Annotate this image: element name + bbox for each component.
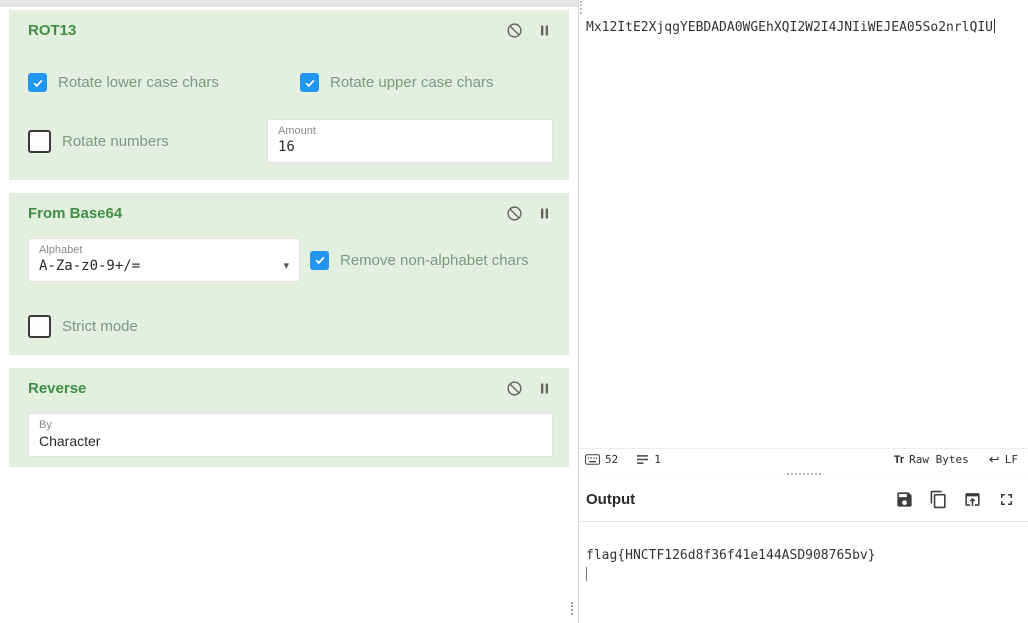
amount-input[interactable]: Amount 16 bbox=[267, 119, 553, 163]
checkbox-checked-icon bbox=[300, 73, 319, 92]
input-encoding-button[interactable]: Tr Raw Bytes bbox=[894, 453, 969, 466]
output-text-cursor bbox=[586, 567, 587, 581]
recipe-pane-top-edge bbox=[0, 0, 578, 7]
operation-title: Reverse bbox=[28, 379, 87, 397]
output-toolbar bbox=[895, 490, 1016, 509]
encoding-label: Raw Bytes bbox=[909, 453, 969, 466]
breakpoint-icon[interactable] bbox=[536, 22, 553, 39]
breakpoint-icon[interactable] bbox=[536, 205, 553, 222]
splitter-grip-dots bbox=[786, 472, 821, 475]
input-status-right: Tr Raw Bytes LF bbox=[894, 453, 1018, 466]
output-header: Output bbox=[579, 477, 1028, 522]
rotate-lower-case-checkbox[interactable]: Rotate lower case chars bbox=[28, 73, 300, 92]
checkbox-label: Rotate upper case chars bbox=[330, 74, 494, 91]
base64-arg-row-1: Alphabet A-Za-z0-9+/= ▾ Remove non-alpha… bbox=[28, 238, 553, 282]
checkbox-label: Rotate numbers bbox=[62, 132, 169, 150]
line-ending-return-icon bbox=[987, 453, 1000, 466]
vertical-splitter-grip[interactable] bbox=[580, 1, 582, 14]
disable-operation-icon[interactable] bbox=[506, 205, 523, 222]
input-text-content: Mx12ItE2XjqgYEBDADA0WGEhXQI2W2I4JNIiWEJE… bbox=[586, 20, 993, 35]
operation-title: ROT13 bbox=[28, 21, 77, 39]
checkbox-checked-icon bbox=[28, 73, 47, 92]
field-value: 16 bbox=[278, 139, 295, 155]
operation-title: From Base64 bbox=[28, 204, 123, 222]
input-status-bar: 52 1 Tr Raw Bytes bbox=[579, 448, 1028, 470]
remove-non-alphabet-checkbox[interactable]: Remove non-alphabet chars bbox=[310, 250, 529, 270]
alphabet-select[interactable]: Alphabet A-Za-z0-9+/= ▾ bbox=[28, 238, 300, 282]
operation-header: From Base64 bbox=[28, 204, 553, 222]
field-value: A-Za-z0-9+/= bbox=[39, 258, 141, 274]
line-count: 1 bbox=[636, 453, 661, 466]
rot13-arg-row-1: Rotate lower case chars Rotate upper cas… bbox=[28, 73, 553, 92]
rot13-arg-row-2: Rotate numbers Amount 16 bbox=[28, 119, 553, 163]
operation-reverse[interactable]: Reverse By Character bbox=[9, 368, 569, 467]
maximise-output-icon[interactable] bbox=[997, 490, 1016, 509]
text-cursor bbox=[994, 19, 995, 33]
rotate-numbers-checkbox[interactable]: Rotate numbers bbox=[28, 129, 267, 153]
breakpoint-icon[interactable] bbox=[536, 380, 553, 397]
line-count-value: 1 bbox=[654, 453, 661, 466]
checkbox-checked-icon bbox=[310, 250, 329, 270]
rotate-upper-case-checkbox[interactable]: Rotate upper case chars bbox=[300, 73, 493, 92]
character-count: 52 bbox=[585, 453, 618, 466]
char-count-value: 52 bbox=[605, 453, 619, 466]
io-pane: Mx12ItE2XjqgYEBDADA0WGEhXQI2W2I4JNIiWEJE… bbox=[579, 0, 1028, 623]
input-textarea[interactable]: Mx12ItE2XjqgYEBDADA0WGEhXQI2W2I4JNIiWEJE… bbox=[579, 0, 1028, 470]
checkbox-label: Rotate lower case chars bbox=[58, 74, 219, 91]
checkbox-unchecked-icon bbox=[28, 129, 51, 153]
field-label: Amount bbox=[278, 125, 316, 137]
checkbox-unchecked-icon bbox=[28, 315, 51, 338]
input-eol-button[interactable]: LF bbox=[987, 453, 1018, 466]
checkbox-label: Strict mode bbox=[62, 318, 138, 335]
reverse-arg-row: By Character bbox=[28, 413, 553, 457]
save-output-icon[interactable] bbox=[895, 490, 914, 509]
operation-rot13[interactable]: ROT13 Rotate lower case chars bbox=[9, 10, 569, 180]
output-title: Output bbox=[586, 490, 636, 508]
field-label: By bbox=[39, 419, 52, 431]
char-count-icon bbox=[585, 454, 600, 465]
replace-input-icon[interactable] bbox=[963, 490, 982, 509]
pane-resize-grip[interactable] bbox=[571, 602, 573, 615]
output-textarea[interactable]: flag{HNCTF126d8f36f41e144ASD908765bv} bbox=[579, 522, 1028, 623]
operation-header: ROT13 bbox=[28, 21, 553, 39]
recipe-pane: ROT13 Rotate lower case chars bbox=[0, 0, 579, 623]
operation-from-base64[interactable]: From Base64 Alphabet A-Za-z0-9+/= ▾ bbox=[9, 193, 569, 355]
base64-arg-row-2: Strict mode bbox=[28, 315, 553, 338]
character-encoding-icon: Tr bbox=[893, 453, 905, 466]
checkbox-label: Remove non-alphabet chars bbox=[340, 251, 529, 269]
output-text-content: flag{HNCTF126d8f36f41e144ASD908765bv} bbox=[586, 548, 876, 563]
strict-mode-checkbox[interactable]: Strict mode bbox=[28, 315, 138, 338]
input-text[interactable]: Mx12ItE2XjqgYEBDADA0WGEhXQI2W2I4JNIiWEJE… bbox=[579, 0, 1028, 36]
chevron-down-icon: ▾ bbox=[283, 260, 289, 272]
copy-output-icon[interactable] bbox=[929, 490, 948, 509]
disable-operation-icon[interactable] bbox=[506, 22, 523, 39]
operation-controls bbox=[506, 380, 553, 397]
field-label: Alphabet bbox=[39, 244, 83, 256]
operation-controls bbox=[506, 22, 553, 39]
field-value: Character bbox=[39, 433, 101, 449]
operation-controls bbox=[506, 205, 553, 222]
horizontal-splitter[interactable] bbox=[579, 470, 1028, 477]
operation-header: Reverse bbox=[28, 379, 553, 397]
line-count-icon bbox=[636, 454, 649, 465]
disable-operation-icon[interactable] bbox=[506, 380, 523, 397]
reverse-by-select[interactable]: By Character bbox=[28, 413, 553, 457]
eol-label: LF bbox=[1004, 453, 1018, 466]
